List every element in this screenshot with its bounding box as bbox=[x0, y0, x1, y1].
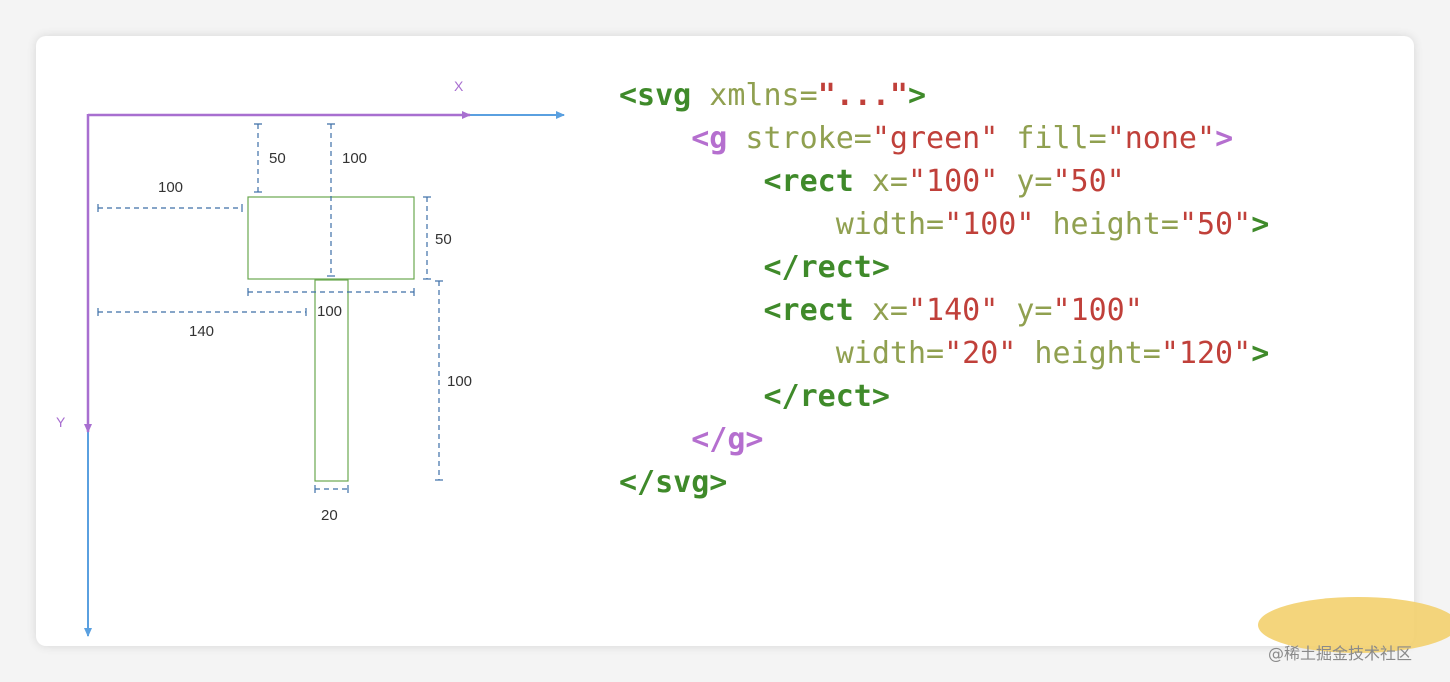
code-token: "120" bbox=[1160, 336, 1252, 371]
label-rect2-height: 100 bbox=[447, 373, 472, 390]
watermark-text: @稀土掘金技术社区 bbox=[1268, 644, 1413, 663]
code-token bbox=[619, 121, 691, 156]
code-token: xmlns= bbox=[691, 78, 818, 113]
code-token: fill= bbox=[998, 121, 1107, 156]
code-token: </rect> bbox=[763, 379, 890, 414]
code-token: width= bbox=[835, 336, 945, 371]
code-token: width= bbox=[835, 207, 945, 242]
code-token bbox=[619, 207, 836, 242]
code-token: </rect> bbox=[763, 250, 890, 285]
label-rect2-y: 100 bbox=[342, 150, 367, 167]
label-rect1-y: 50 bbox=[269, 150, 286, 167]
label-rect1-width: 100 bbox=[317, 303, 342, 320]
code-token: <rect bbox=[763, 293, 854, 328]
code-token: > bbox=[908, 78, 927, 113]
code-token: <g bbox=[691, 121, 728, 156]
code-line: </rect> bbox=[619, 246, 1269, 289]
code-token bbox=[619, 379, 764, 414]
code-token: > bbox=[1251, 207, 1270, 242]
label-rect1-x: 100 bbox=[158, 179, 183, 196]
code-token: > bbox=[1251, 336, 1270, 371]
code-line: </g> bbox=[619, 418, 1269, 461]
watermark-blob bbox=[1258, 597, 1450, 653]
code-token: "green" bbox=[871, 121, 999, 156]
code-token: x= bbox=[853, 293, 908, 328]
code-line: width="100" height="50"> bbox=[619, 203, 1270, 246]
code-token: "100" bbox=[944, 207, 1035, 242]
code-token: "none" bbox=[1106, 121, 1216, 156]
code-token: "50" bbox=[1052, 164, 1125, 199]
code-token: </g> bbox=[691, 422, 764, 457]
rect-stem bbox=[314, 279, 349, 482]
code-token: x= bbox=[853, 164, 908, 199]
code-block: <svg xmlns="..."> <g stroke="green" fill… bbox=[619, 74, 1269, 504]
code-token bbox=[619, 293, 764, 328]
label-rect1-height: 50 bbox=[435, 231, 452, 248]
code-token bbox=[619, 422, 691, 457]
code-token: </svg> bbox=[619, 465, 728, 500]
coordinate-diagram: X Y 50 100 100 50 100 140 100 20 bbox=[56, 78, 565, 637]
code-token: "50" bbox=[1178, 207, 1252, 242]
code-line: <svg xmlns="..."> bbox=[619, 74, 1269, 117]
y-axis-label: Y bbox=[56, 414, 66, 430]
code-line: </rect> bbox=[619, 375, 1269, 418]
code-token: "100" bbox=[908, 164, 999, 199]
code-token: > bbox=[1215, 121, 1234, 156]
code-token: "140" bbox=[908, 293, 999, 328]
code-token: y= bbox=[998, 164, 1053, 199]
code-token: "..." bbox=[817, 78, 908, 113]
label-rect2-x: 140 bbox=[189, 323, 214, 340]
label-rect2-width: 20 bbox=[321, 507, 338, 524]
code-line: <rect x="100" y="50" bbox=[619, 160, 1269, 203]
code-token: "100" bbox=[1052, 293, 1143, 328]
code-token: height= bbox=[1034, 207, 1179, 242]
code-token bbox=[619, 164, 764, 199]
code-token: stroke= bbox=[727, 121, 872, 156]
code-line: <g stroke="green" fill="none"> bbox=[619, 117, 1269, 160]
code-line: width="20" height="120"> bbox=[619, 332, 1270, 375]
code-token: <svg bbox=[619, 78, 692, 113]
code-token bbox=[619, 250, 764, 285]
code-token bbox=[619, 336, 836, 371]
code-token: y= bbox=[998, 293, 1053, 328]
code-line: </svg> bbox=[619, 461, 1269, 504]
code-token: "20" bbox=[944, 336, 1017, 371]
code-token: <rect bbox=[763, 164, 854, 199]
x-axis-label: X bbox=[454, 78, 464, 94]
code-line: <rect x="140" y="100" bbox=[619, 289, 1269, 332]
slide-card: X Y 50 100 100 50 100 140 100 20 <svg xm… bbox=[36, 36, 1414, 646]
code-token: height= bbox=[1016, 336, 1161, 371]
